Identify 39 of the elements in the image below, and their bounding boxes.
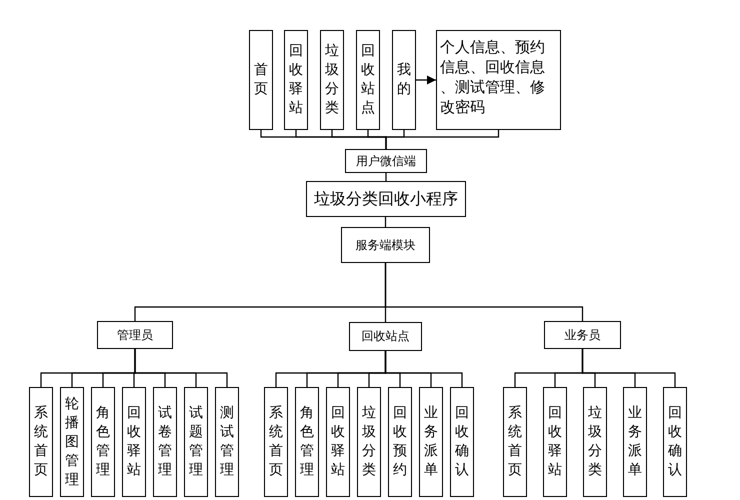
menu-box: 我的 xyxy=(392,30,416,130)
connector-line xyxy=(385,172,387,181)
module-box: 用户微信端 xyxy=(345,149,427,173)
function-box: 试卷管理 xyxy=(153,387,177,497)
function-box: 回收预约 xyxy=(388,387,412,497)
arrow xyxy=(416,76,436,84)
function-box: 业务派单 xyxy=(623,387,647,497)
function-box: 业务派单 xyxy=(419,387,443,497)
module-box: 服务端模块 xyxy=(341,227,430,263)
function-box: 角色管理 xyxy=(295,387,319,497)
title-box: 垃圾分类回收小程序 xyxy=(306,181,466,217)
connector-line xyxy=(134,349,228,387)
menu-box: 回收驿站 xyxy=(284,30,308,130)
function-box: 测试管理 xyxy=(215,387,239,497)
function-box: 回收确认 xyxy=(663,387,687,497)
connector-line xyxy=(582,349,676,387)
connector-line xyxy=(385,130,500,149)
role-box: 回收站点 xyxy=(349,322,422,351)
menu-box: 垃圾分类 xyxy=(320,30,344,130)
connector-line xyxy=(384,216,387,227)
menu-box: 回收站点 xyxy=(356,30,380,130)
role-box: 管理员 xyxy=(97,321,173,349)
function-box: 系统首页 xyxy=(264,387,288,497)
connector-line xyxy=(384,351,463,387)
function-box: 回收驿站 xyxy=(326,387,350,497)
function-box: 角色管理 xyxy=(91,387,115,497)
menu-box: 首页 xyxy=(249,30,273,130)
function-box: 回收确认 xyxy=(450,387,474,497)
function-box: 垃圾分类 xyxy=(357,387,381,497)
function-box: 回收驿站 xyxy=(543,387,567,497)
detail-box: 个人信息、预约信息、回收信息、测试管理、修改密码 xyxy=(436,30,561,130)
function-box: 轮播图管理 xyxy=(60,387,84,497)
role-box: 业务员 xyxy=(544,321,621,349)
function-box: 系统首页 xyxy=(503,387,527,497)
connector-line xyxy=(384,263,584,321)
function-box: 垃圾分类 xyxy=(583,387,607,497)
function-box: 系统首页 xyxy=(29,387,53,497)
function-box: 试题管理 xyxy=(184,387,208,497)
function-box: 回收驿站 xyxy=(122,387,146,497)
